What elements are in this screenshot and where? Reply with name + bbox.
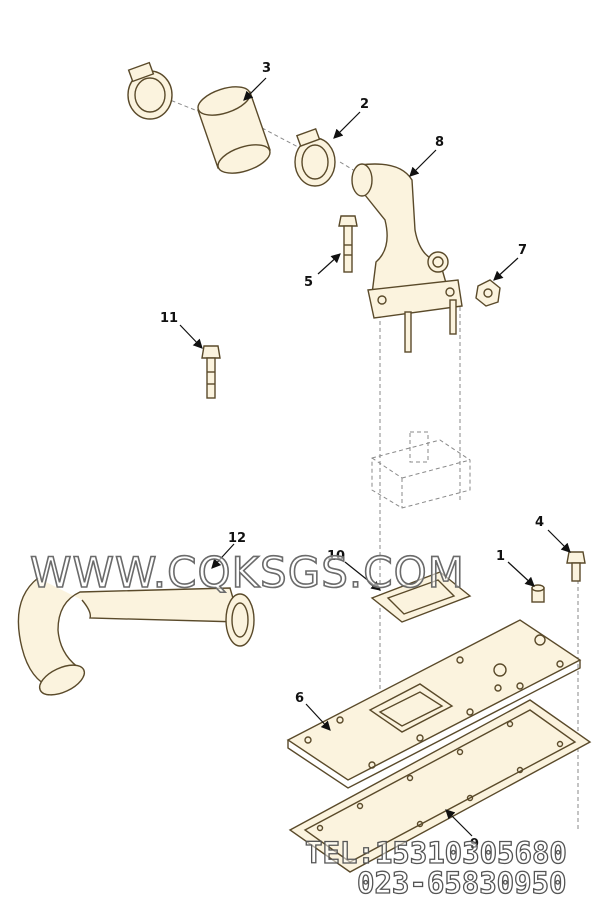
- callout-number-2: 2: [360, 97, 369, 112]
- hose-sleeve: [197, 86, 271, 174]
- callout-7: 7: [493, 243, 527, 281]
- callout-10: 10: [327, 549, 381, 591]
- phantom-mounting-block: [371, 431, 471, 509]
- capscrew-right: [566, 551, 586, 582]
- callout-9: 9: [445, 809, 479, 852]
- callout-number-5: 5: [304, 275, 313, 290]
- cover-plate: [286, 619, 582, 789]
- callout-number-6: 6: [295, 691, 304, 706]
- hose-clamp-upper-left: [127, 61, 173, 120]
- callout-8: 8: [409, 135, 444, 177]
- website-watermark: WWW.CQKSGS.COM: [29, 547, 465, 598]
- phone-watermark: 023-65830950: [356, 865, 567, 900]
- callout-4: 4: [535, 515, 571, 553]
- hex-nut: [475, 279, 501, 307]
- callout-2: 2: [333, 97, 369, 139]
- water-outlet-elbow: [351, 163, 463, 353]
- capscrew-upper: [338, 215, 358, 273]
- intake-hose-pipe: [17, 577, 255, 696]
- hose-clamp-right: [294, 127, 336, 187]
- outlet-gasket: [370, 571, 472, 623]
- capscrew-left: [201, 345, 221, 399]
- telephone-watermark: TEL:15310305680: [304, 835, 567, 870]
- callout-number-12: 12: [228, 531, 246, 546]
- callout-number-9: 9: [470, 837, 479, 852]
- callout-number-3: 3: [262, 61, 271, 76]
- plug-fitting: [531, 584, 545, 603]
- callout-number-11: 11: [160, 311, 178, 326]
- callout-11: 11: [160, 311, 203, 349]
- assembly-guide-lines: [164, 97, 579, 830]
- callout-number-4: 4: [535, 515, 544, 530]
- callout-number-10: 10: [327, 549, 345, 564]
- cover-gasket: [288, 699, 592, 873]
- callout-5: 5: [304, 253, 341, 290]
- callout-3: 3: [243, 61, 271, 101]
- callout-1: 1: [496, 549, 535, 587]
- callout-number-1: 1: [496, 549, 505, 564]
- callout-6: 6: [295, 691, 331, 731]
- callout-number-8: 8: [435, 135, 444, 150]
- callout-number-7: 7: [518, 243, 527, 258]
- callout-12: 12: [211, 531, 246, 569]
